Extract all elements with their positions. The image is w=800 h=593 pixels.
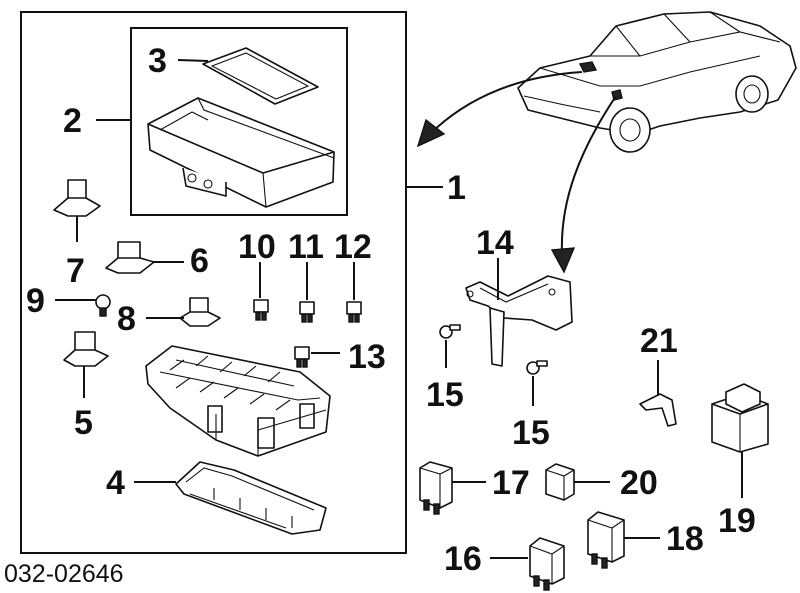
part-6-bracket [105, 241, 184, 274]
fuse-13 [294, 346, 340, 368]
callout-13: 13 [348, 338, 386, 376]
callout-14: 14 [476, 224, 514, 262]
callout-1: 1 [447, 169, 466, 207]
part-16-relay [490, 537, 565, 591]
curved-arrow-icon [416, 71, 583, 148]
callout-21: 21 [640, 322, 678, 360]
part-21-clip [639, 360, 677, 427]
callout-7: 7 [66, 252, 85, 290]
callout-15a: 15 [426, 376, 464, 414]
callout-4: 4 [106, 464, 125, 502]
callout-6: 6 [190, 242, 209, 280]
callout-12: 12 [334, 228, 372, 266]
fuse-12 [346, 262, 362, 323]
fuse-11 [299, 262, 315, 323]
callout-17: 17 [492, 464, 530, 502]
callout-11: 11 [288, 228, 324, 266]
callout-20: 20 [620, 464, 658, 502]
car-outline-icon [517, 11, 797, 153]
part-17-relay [419, 461, 486, 515]
part-14-bracket [465, 258, 573, 367]
part-2-fuse-box-cover [96, 97, 335, 208]
callout-19: 19 [718, 502, 756, 540]
part-15-bolt [439, 324, 461, 368]
callout-9: 9 [26, 282, 45, 320]
part-9-clip [55, 294, 111, 317]
part-7-bracket [53, 179, 101, 242]
part-20-relay [545, 463, 610, 501]
part-3-label-sheet [177, 47, 319, 105]
fuse-10 [253, 262, 269, 321]
callout-2: 2 [63, 102, 82, 140]
part-15-bolt [526, 360, 548, 406]
part-8-bracket [146, 297, 221, 327]
curved-arrow-icon [550, 95, 617, 274]
callout-16: 16 [444, 540, 482, 578]
callout-18: 18 [666, 520, 704, 558]
callout-10: 10 [238, 228, 276, 266]
part-18-relay [587, 511, 660, 569]
fuse-box-body [145, 345, 331, 457]
part-4-lower-cover [134, 461, 327, 535]
callout-15b: 15 [512, 414, 550, 452]
assembly-frame [20, 11, 407, 554]
callout-5: 5 [74, 404, 93, 442]
part-19-relay [711, 383, 769, 498]
callout-3: 3 [148, 42, 167, 80]
diagram-code: 032-02646 [4, 560, 124, 588]
part-5-bracket [63, 331, 109, 398]
cover-detail-frame [130, 27, 348, 216]
callout-8: 8 [117, 300, 136, 338]
